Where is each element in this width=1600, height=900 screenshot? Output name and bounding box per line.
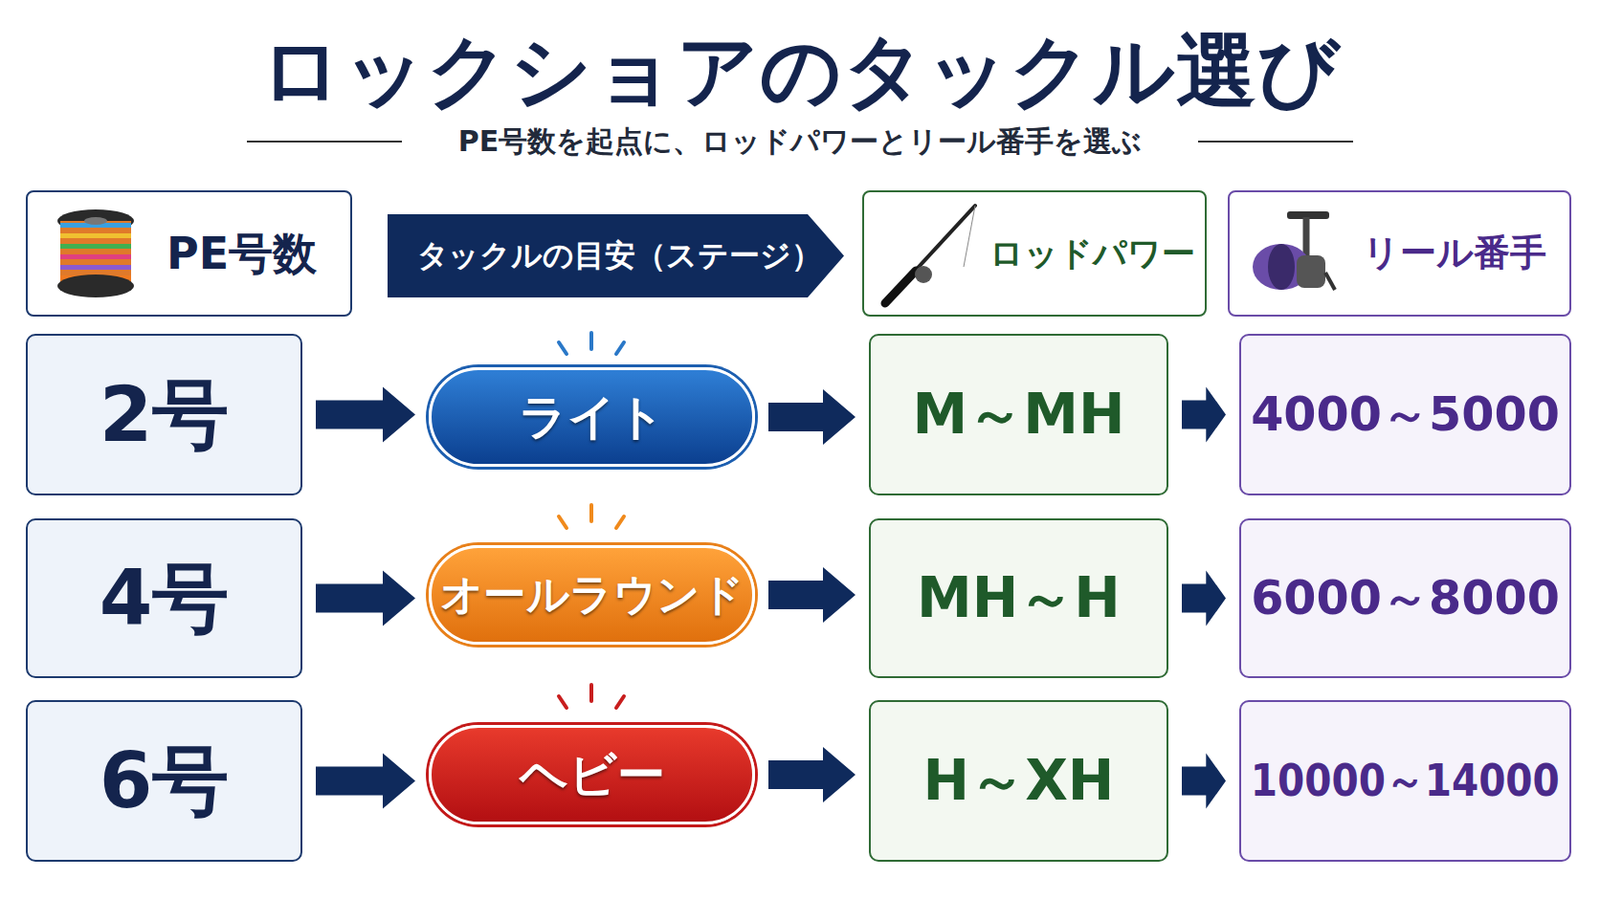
stage-pill: ヘビー <box>428 725 756 825</box>
stage-pill-text: オールラウンド <box>440 571 744 620</box>
stage-banner: タックルの目安（ステージ） <box>387 214 845 298</box>
pe-size-box: 2号 <box>25 333 303 496</box>
reel-size-box: 10000～14000 <box>1239 700 1572 863</box>
rule-line <box>246 140 402 143</box>
burst-lines <box>558 685 624 709</box>
pe-size-box-text: 6号 <box>99 739 230 824</box>
rod-power-box: H～XH <box>868 700 1169 863</box>
flow-arrow <box>768 747 856 803</box>
flow-arrow <box>315 387 416 444</box>
flow-arrow <box>1181 571 1226 627</box>
flow-arrow <box>315 571 416 627</box>
reel-size-box-text: 4000～5000 <box>1250 388 1560 441</box>
burst-lines <box>558 505 624 529</box>
reel-size-box-text: 10000～14000 <box>1250 756 1560 806</box>
header-box-text: ロッドパワー <box>989 235 1196 273</box>
stage-pill: ライト <box>428 367 756 467</box>
reel-size-box-text: 6000～8000 <box>1250 572 1560 624</box>
header-box: PE号数 <box>25 190 353 317</box>
pe-size-box-text: 2号 <box>99 373 230 458</box>
rod-power-box-text: H～XH <box>923 751 1115 813</box>
rod-power-box-text: M～MH <box>912 384 1126 446</box>
pe-size-box: 6号 <box>25 700 303 863</box>
stage-banner-text: タックルの目安（ステージ） <box>417 239 823 273</box>
flow-arrow <box>315 754 416 810</box>
reel-icon <box>1243 203 1339 306</box>
subtitle-row: PE号数を起点に、ロッドパワーとリール番手を選ぶ <box>0 122 1600 162</box>
rod-icon <box>875 200 981 312</box>
rod-power-box: MH～H <box>868 518 1169 679</box>
reel-size-box: 6000～8000 <box>1239 518 1572 679</box>
flow-arrow <box>1181 754 1226 810</box>
stage-pill-text: ヘビー <box>519 749 666 802</box>
stage-pill-text: ライト <box>518 391 666 445</box>
title: ロックショアのタックル選び <box>0 17 1600 127</box>
header-box-text: PE号数 <box>166 229 317 279</box>
flow-arrow <box>768 567 856 623</box>
rod-power-box: M～MH <box>868 333 1169 496</box>
header-box-text: リール番手 <box>1362 233 1547 274</box>
pe-size-box: 4号 <box>25 518 303 679</box>
header-box: リール番手 <box>1227 190 1572 317</box>
reel-size-box: 4000～5000 <box>1239 333 1572 496</box>
rod-power-box-text: MH～H <box>916 568 1121 630</box>
rule-line <box>1198 140 1354 143</box>
burst-lines <box>558 333 624 355</box>
pe-size-box-text: 4号 <box>99 556 230 642</box>
flow-arrow <box>1181 387 1226 444</box>
subtitle: PE号数を起点に、ロッドパワーとリール番手を選ぶ <box>446 124 1154 158</box>
header-box: ロッドパワー <box>862 190 1207 317</box>
stage-pill: オールラウンド <box>428 545 756 645</box>
spool-icon <box>48 205 143 302</box>
flow-arrow <box>768 389 856 445</box>
